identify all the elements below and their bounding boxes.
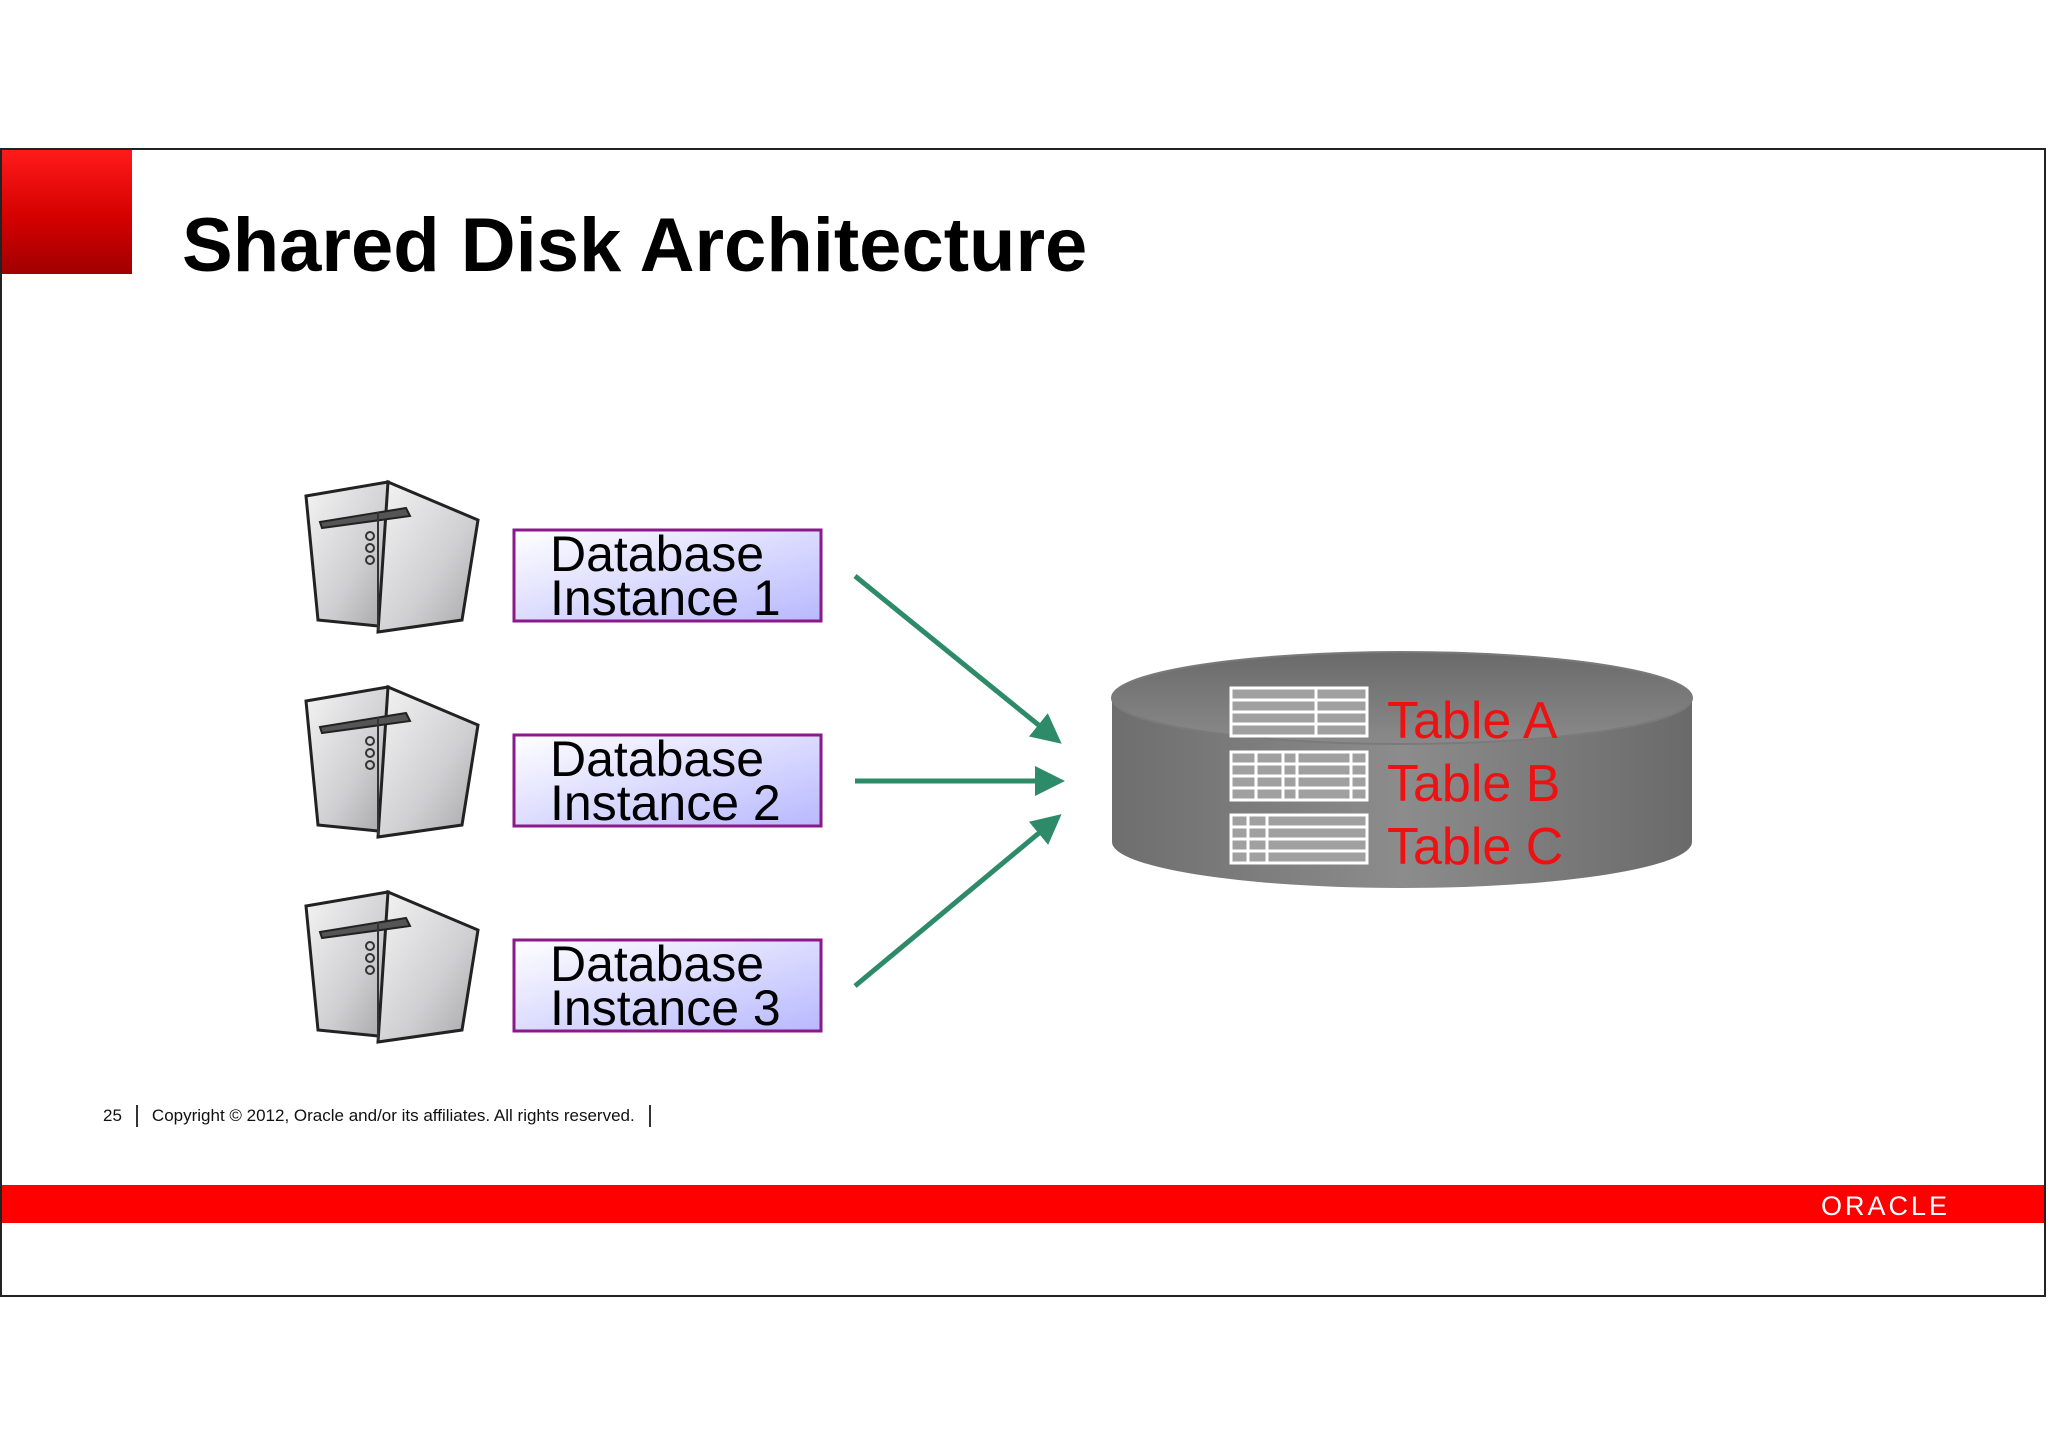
copyright-text: Copyright © 2012, Oracle and/or its affi… xyxy=(151,1106,635,1125)
table-icon-a xyxy=(1229,686,1369,738)
arrow-instance-3-to-disk xyxy=(853,814,1062,988)
server-icon-3 xyxy=(304,889,480,1044)
footer-separator xyxy=(135,1105,138,1127)
server-icon-1 xyxy=(304,479,480,634)
red-corner-accent xyxy=(2,150,132,274)
instance-2-line1: Database xyxy=(550,731,764,787)
slide: Shared Disk Architecture xyxy=(0,148,2046,1297)
footer-separator-end xyxy=(648,1105,651,1127)
table-icon-b xyxy=(1229,750,1369,802)
footer-bar: ORACLE xyxy=(2,1185,2044,1223)
page-number: 25 xyxy=(103,1106,122,1125)
instance-3-line2: Instance 3 xyxy=(550,980,781,1036)
table-label-b: Table B xyxy=(1387,755,1560,813)
arrow-instance-1-to-disk xyxy=(853,574,1062,744)
architecture-diagram: Database Instance 1 Database Instance 2 … xyxy=(304,479,1693,1044)
table-label-c: Table C xyxy=(1387,818,1563,876)
instance-1-line2: Instance 1 xyxy=(550,570,781,626)
table-icon-c xyxy=(1229,813,1369,865)
instance-box-2: Database Instance 2 xyxy=(512,731,823,831)
oracle-logo: ORACLE xyxy=(1820,1191,1950,1221)
instance-3-line1: Database xyxy=(550,936,764,992)
server-icon-2 xyxy=(304,684,480,839)
table-label-a: Table A xyxy=(1387,692,1558,750)
instance-box-1: Database Instance 1 xyxy=(512,526,823,626)
footer-text: 25 Copyright © 2012, Oracle and/or its a… xyxy=(103,1105,665,1127)
slide-title: Shared Disk Architecture xyxy=(182,203,1088,288)
instance-box-3: Database Instance 3 xyxy=(512,936,823,1036)
instance-2-line2: Instance 2 xyxy=(550,775,781,831)
instance-1-line1: Database xyxy=(550,526,764,582)
